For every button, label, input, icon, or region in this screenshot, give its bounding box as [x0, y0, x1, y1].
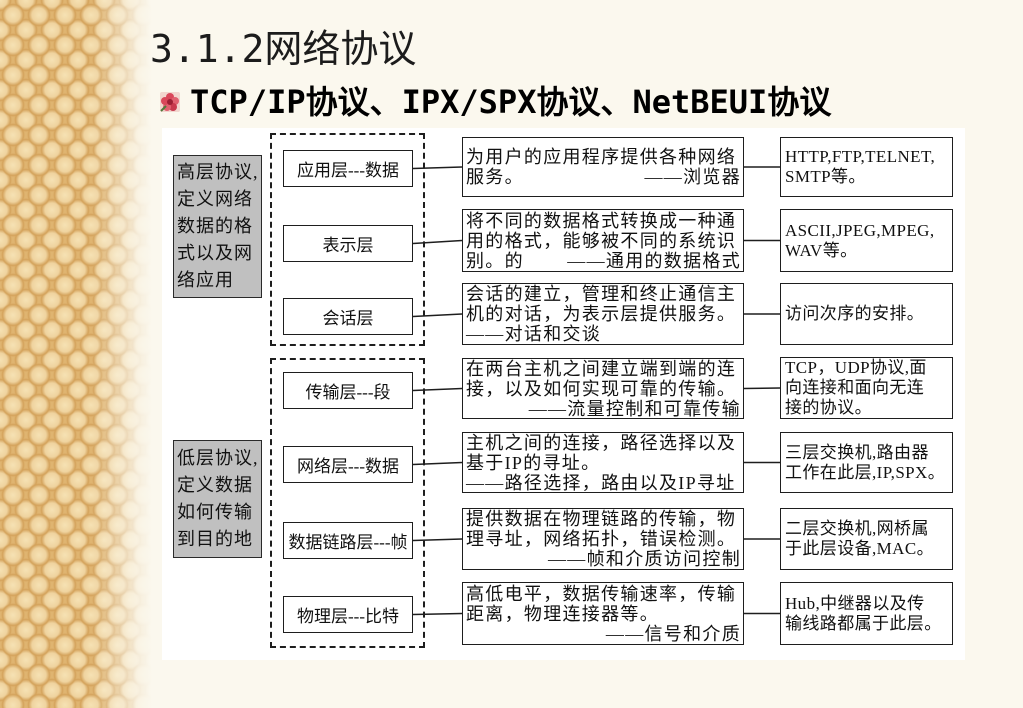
example-line: 于此层设备,MAC。: [785, 539, 934, 558]
example-box-physical: Hub,中继器以及传 输线路都属于此层。: [780, 582, 953, 645]
honeycomb-decoration: [0, 0, 152, 708]
slide-title: 3.1.2网络协议: [150, 27, 417, 71]
example-line: ASCII,JPEG,MPEG,: [785, 220, 935, 240]
desc-box-application: 为用户的应用程序提供各种网络 服务。 ——浏览器: [462, 137, 744, 197]
example-box-application: HTTP,FTP,TELNET, SMTP等。: [780, 137, 953, 197]
layer-box-data-link: 数据链路层---帧: [283, 522, 413, 559]
example-line: WAV等。: [785, 240, 858, 260]
group-line: 高层协议,: [177, 162, 259, 182]
example-line: SMTP等。: [785, 167, 866, 186]
desc-note: ——通用的数据格式: [567, 250, 741, 271]
layer-box-application: 应用层---数据: [283, 150, 413, 187]
group-line: 定义数据: [177, 475, 253, 495]
desc-line: 将不同的数据格式转换成一种通: [466, 210, 737, 231]
desc-box-transport: 在两台主机之间建立端到端的连 接，以及如何实现可靠的传输。 ——流量控制和可靠传…: [462, 358, 744, 419]
example-box-network: 三层交换机,路由器 工作在此层,IP,SPX。: [780, 432, 953, 493]
layer-label: 网络层---数据: [297, 457, 399, 476]
example-line: 访问次序的安排。: [785, 304, 925, 323]
dashed-frame-lower: [270, 358, 425, 648]
group-line: 到目的地: [177, 529, 253, 549]
layer-label: 应用层---数据: [297, 161, 399, 180]
desc-note: ——路径选择，路由以及IP寻址: [466, 472, 736, 493]
layer-label: 数据链路层---帧: [288, 533, 408, 552]
desc-line: 机的对话，为表示层提供服务。: [466, 304, 737, 324]
group-line: 定义网络: [177, 189, 253, 209]
desc-note: ——对话和交谈: [466, 324, 602, 344]
desc-box-network: 主机之间的连接，路径选择以及 基于IP的寻址。 ——路径选择，路由以及IP寻址: [462, 432, 744, 493]
layer-box-presentation: 表示层: [283, 225, 413, 262]
desc-line: 别。的 ——通用的数据格式: [466, 251, 741, 271]
desc-note: ——浏览器: [644, 167, 741, 187]
group-line: 低层协议,: [177, 448, 259, 468]
layer-label: 会话层: [322, 309, 374, 328]
desc-line: 为用户的应用程序提供各种网络: [466, 147, 737, 167]
desc-line: 在两台主机之间建立端到端的连: [466, 358, 737, 379]
group-line: 式以及网: [177, 243, 253, 263]
desc-note: ——信号和介质: [605, 623, 741, 644]
example-box-data-link: 二层交换机,网桥属 于此层设备,MAC。: [780, 508, 953, 570]
example-box-presentation: ASCII,JPEG,MPEG, WAV等。: [780, 209, 953, 272]
example-box-session: 访问次序的安排。: [780, 283, 953, 345]
group-line: 络应用: [177, 270, 234, 290]
example-line: 二层交换机,网桥属: [785, 519, 929, 538]
example-line: HTTP,FTP,TELNET,: [785, 147, 936, 166]
group-line: 如何传输: [177, 502, 253, 522]
layer-box-physical: 物理层---比特: [283, 596, 413, 633]
desc-line: 距离，物理连接器等。: [466, 603, 659, 624]
layer-label: 物理层---比特: [297, 607, 399, 626]
desc-line: 接，以及如何实现可靠的传输。: [466, 378, 737, 399]
layer-box-transport: 传输层---段: [283, 372, 413, 409]
dashed-frame-upper: [270, 133, 425, 346]
example-line: Hub,中继器以及传: [785, 593, 925, 613]
example-line: 向连接和面向无连: [785, 378, 925, 397]
layer-box-network: 网络层---数据: [283, 446, 413, 483]
group-box-upper-layers: 高层协议, 定义网络 数据的格 式以及网 络应用: [173, 155, 262, 298]
example-line: 工作在此层,IP,SPX。: [785, 462, 946, 482]
desc-box-physical: 高低电平，数据传输速率，传输 距离，物理连接器等。 ——信号和介质: [462, 582, 744, 645]
example-line: 输线路都属于此层。: [785, 613, 942, 633]
example-box-transport: TCP，UDP协议,面 向连接和面向无连 接的协议。: [780, 357, 953, 419]
desc-line: 理寻址，网络拓扑，错误检测。: [466, 529, 737, 549]
desc-line: 会话的建立，管理和终止通信主: [466, 284, 737, 304]
bullet-text: TCP/IP协议、IPX/SPX协议、NetBEUI协议: [190, 83, 832, 121]
desc-line: 服务。 ——浏览器: [466, 167, 741, 187]
desc-text: 别。的: [466, 250, 524, 271]
desc-line: 提供数据在物理链路的传输，物: [466, 509, 737, 529]
desc-box-presentation: 将不同的数据格式转换成一种通 用的格式，能够被不同的系统识 别。的 ——通用的数…: [462, 209, 744, 272]
layer-label: 表示层: [322, 236, 374, 255]
desc-box-session: 会话的建立，管理和终止通信主 机的对话，为表示层提供服务。 ——对话和交谈: [462, 283, 744, 345]
group-line: 数据的格: [177, 216, 253, 236]
desc-line: 主机之间的连接，路径选择以及: [466, 432, 737, 453]
group-box-lower-layers: 低层协议, 定义数据 如何传输 到目的地: [173, 440, 262, 558]
desc-text: 服务。: [466, 167, 524, 187]
layer-box-session: 会话层: [283, 298, 413, 335]
example-line: 三层交换机,路由器: [785, 442, 929, 462]
desc-note: ——流量控制和可靠传输: [528, 398, 741, 419]
layer-label: 传输层---段: [305, 383, 391, 402]
desc-line: 基于IP的寻址。: [466, 452, 601, 473]
example-line: 接的协议。: [785, 398, 872, 417]
desc-box-data-link: 提供数据在物理链路的传输，物 理寻址，网络拓扑，错误检测。 ——帧和介质访问控制: [462, 508, 744, 570]
example-line: TCP，UDP协议,面: [785, 358, 927, 377]
flower-bullet-icon: [159, 91, 181, 113]
desc-line: 用的格式，能够被不同的系统识: [466, 230, 737, 251]
desc-note: ——帧和介质访问控制: [548, 549, 741, 569]
desc-line: 高低电平，数据传输速率，传输: [466, 583, 737, 604]
